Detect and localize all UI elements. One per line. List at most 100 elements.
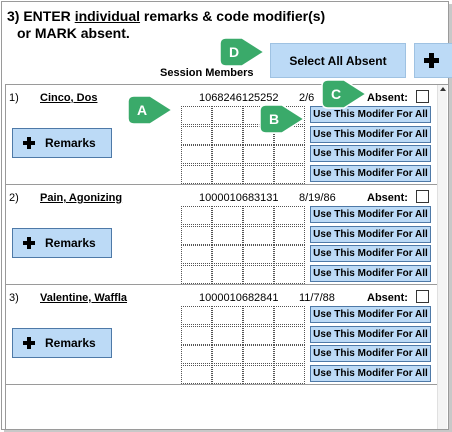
modifier-cell[interactable] (181, 364, 212, 384)
member-number: 3) (9, 292, 19, 304)
instruction-prefix: 3) ENTER (7, 8, 75, 24)
modifier-cell[interactable] (274, 245, 305, 264)
modifier-cell[interactable] (181, 225, 212, 245)
instruction-line2: or MARK absent. (17, 25, 130, 41)
use-modifier-for-all-button[interactable]: Use This Modifer For All (310, 264, 431, 282)
modifier-cell[interactable] (212, 225, 243, 245)
modifier-cell[interactable] (274, 145, 305, 164)
callout-c-label: C (330, 86, 342, 102)
modifier-cell[interactable] (274, 225, 305, 245)
modifier-cell[interactable] (243, 225, 274, 245)
modifier-cell[interactable] (212, 306, 243, 325)
select-all-absent-button[interactable]: Select All Absent (270, 43, 406, 78)
instruction-underlined: individual (74, 8, 141, 24)
modifier-cell[interactable] (274, 164, 305, 184)
member-dob: 2/6 (299, 92, 315, 104)
list-scrollbar[interactable] (437, 85, 447, 429)
absent-checkbox[interactable] (416, 90, 429, 103)
scroll-up-arrow-icon[interactable] (440, 87, 446, 91)
modifier-cell[interactable] (243, 306, 274, 325)
member-name-link[interactable]: Pain, Agonizing (40, 192, 123, 204)
modifier-cell[interactable] (212, 106, 243, 125)
modifier-cell[interactable] (181, 164, 212, 184)
remarks-button[interactable]: Remarks (12, 228, 112, 258)
use-modifier-for-all-button[interactable]: Use This Modifer For All (310, 364, 431, 382)
use-modifier-for-all-button[interactable]: Use This Modifer For All (310, 306, 431, 323)
use-modifier-for-all-button[interactable]: Use This Modifer For All (310, 225, 431, 243)
modifier-cell[interactable] (243, 325, 274, 345)
remarks-button-label: Remarks (45, 236, 96, 250)
member-id: 1000010682841 (199, 292, 279, 304)
use-modifier-for-all-button[interactable]: Use This Modifer For All (310, 245, 431, 262)
add-member-button[interactable] (414, 43, 452, 78)
callout-b: B (259, 104, 310, 134)
modifier-cell[interactable] (212, 245, 243, 264)
callout-c: C (321, 79, 372, 109)
modifier-cell[interactable] (243, 145, 274, 164)
member-name-link[interactable]: Valentine, Waffla (40, 292, 128, 304)
absent-checkbox[interactable] (416, 190, 429, 203)
use-modifier-for-all-button[interactable]: Use This Modifer For All (310, 145, 431, 162)
member-id: 1068246125252 (199, 92, 279, 104)
modifier-cell[interactable] (181, 245, 212, 264)
member-name-link[interactable]: Cinco, Dos (40, 92, 98, 104)
modifier-cell[interactable] (212, 345, 243, 364)
plus-icon (23, 237, 35, 249)
member-dob: 11/7/88 (299, 292, 335, 304)
modifier-cell[interactable] (243, 245, 274, 264)
modifier-cell[interactable] (274, 264, 305, 284)
modifier-cell[interactable] (212, 145, 243, 164)
plus-icon (23, 337, 35, 349)
modifier-cell[interactable] (212, 206, 243, 225)
callout-b-label: B (268, 111, 280, 127)
panel-shadow-bottom (4, 430, 452, 432)
modifier-cell[interactable] (243, 364, 274, 384)
modifier-cell[interactable] (181, 206, 212, 225)
member-number: 1) (9, 92, 19, 104)
modifier-cell[interactable] (181, 106, 212, 125)
modifier-cell[interactable] (274, 306, 305, 325)
modifier-cell[interactable] (181, 306, 212, 325)
modifier-cell[interactable] (181, 264, 212, 284)
member-dob: 8/19/86 (299, 192, 336, 204)
use-modifier-for-all-button[interactable]: Use This Modifer For All (310, 206, 431, 223)
modifier-cell[interactable] (274, 345, 305, 364)
modifier-cell[interactable] (243, 206, 274, 225)
modifier-cell[interactable] (274, 364, 305, 384)
modifier-cell[interactable] (274, 206, 305, 225)
remarks-button-label: Remarks (45, 136, 96, 150)
remarks-button-label: Remarks (45, 336, 96, 350)
modifier-cell[interactable] (181, 125, 212, 145)
absent-checkbox[interactable] (416, 290, 429, 303)
modifier-cell[interactable] (212, 264, 243, 284)
modifier-cell[interactable] (212, 325, 243, 345)
use-modifier-for-all-button[interactable]: Use This Modifer For All (310, 125, 431, 143)
step-instruction: 3) ENTER individual remarks & code modif… (7, 8, 325, 42)
modifier-cell[interactable] (243, 264, 274, 284)
modifier-cell[interactable] (212, 125, 243, 145)
remarks-button[interactable]: Remarks (12, 128, 112, 158)
member-number: 2) (9, 192, 19, 204)
modifier-cell[interactable] (243, 125, 274, 145)
use-modifier-for-all-button[interactable]: Use This Modifer For All (310, 325, 431, 343)
modifier-cell[interactable] (243, 164, 274, 184)
use-modifier-for-all-button[interactable]: Use This Modifer For All (310, 345, 431, 362)
modifier-cell[interactable] (274, 325, 305, 345)
use-modifier-for-all-button[interactable]: Use This Modifer For All (310, 106, 431, 123)
member-row: 1) Cinco, Dos 1068246125252 2/6 Absent: Remar… (6, 85, 438, 185)
modifier-cell[interactable] (243, 345, 274, 364)
absent-label: Absent: (367, 92, 408, 104)
modifier-cell[interactable] (181, 325, 212, 345)
modifier-cell[interactable] (212, 364, 243, 384)
modifier-cell[interactable] (212, 164, 243, 184)
modifier-cell[interactable] (181, 345, 212, 364)
use-modifier-for-all-button[interactable]: Use This Modifer For All (310, 164, 431, 182)
instruction-suffix: remarks & code modifier(s) (140, 8, 326, 24)
absent-label: Absent: (367, 192, 408, 204)
callout-d: D (219, 37, 270, 67)
remarks-button[interactable]: Remarks (12, 328, 112, 358)
modifier-cell[interactable] (181, 145, 212, 164)
plus-icon (424, 53, 439, 68)
